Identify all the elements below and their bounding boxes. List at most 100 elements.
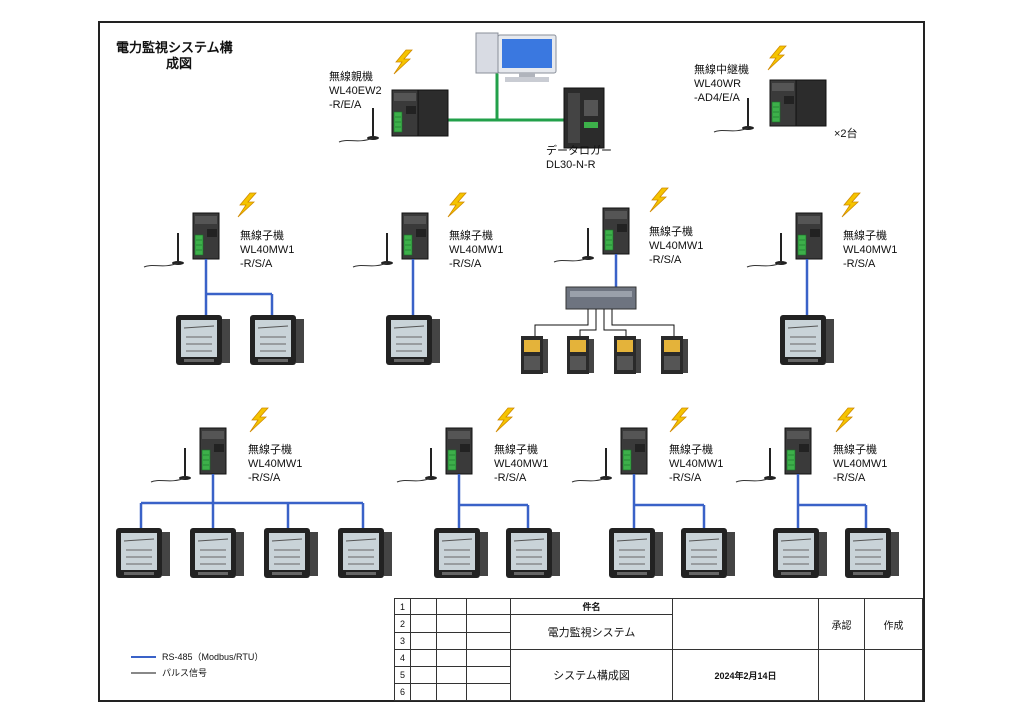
power-meter-icon <box>337 527 393 579</box>
master-name: 無線親機 <box>329 71 373 83</box>
legend-rs485-label: RS-485（Modbus/RTU） <box>162 652 264 662</box>
slave-unit-icon <box>199 427 227 475</box>
logger-model: DL30-N-R <box>546 159 596 171</box>
slave-model-suffix: -R/S/A <box>843 258 876 270</box>
wireless-bolt-icon <box>835 407 855 433</box>
power-meter-icon <box>263 527 319 579</box>
slave-model: WL40MW1 <box>843 244 898 256</box>
master-unit-icon <box>391 89 449 137</box>
antenna-icon <box>553 227 595 263</box>
slave-name: 無線子機 <box>494 444 538 456</box>
master-model-suffix: -R/E/A <box>329 99 362 111</box>
slave-unit-icon <box>784 427 812 475</box>
rs485-line <box>204 259 274 315</box>
power-meter-icon <box>115 527 171 579</box>
rs485-line <box>457 474 530 528</box>
repeater-model-suffix: -AD4/E/A <box>694 92 740 104</box>
master-antenna-icon <box>338 107 380 143</box>
pulse-meter-icon <box>614 336 641 374</box>
power-meter-icon <box>772 527 828 579</box>
revision-number: 3 <box>394 632 411 650</box>
create-header: 作成 <box>864 598 923 650</box>
slave-unit-icon <box>602 207 630 255</box>
slave-model: WL40MW1 <box>449 244 504 256</box>
pulse-meter-icon <box>521 336 548 374</box>
slave-name: 無線子機 <box>449 230 493 242</box>
repeater-unit-icon <box>769 79 827 127</box>
pc-icon <box>475 32 557 82</box>
wireless-bolt-icon <box>767 45 787 71</box>
diagram-title-line1: 電力監視システム構 <box>116 40 233 55</box>
antenna-icon <box>352 232 394 268</box>
power-meter-icon <box>680 527 736 579</box>
slave-unit-icon <box>795 212 823 260</box>
terminal-block-icon <box>565 286 637 310</box>
antenna-icon <box>571 447 613 483</box>
slave-model-suffix: -R/S/A <box>449 258 482 270</box>
repeater-name: 無線中継機 <box>694 64 749 76</box>
slave-model-suffix: -R/S/A <box>669 472 702 484</box>
repeater-quantity: ×2台 <box>834 128 858 140</box>
wireless-bolt-icon <box>447 192 467 218</box>
slave-name: 無線子機 <box>240 230 284 242</box>
slave-model-suffix: -R/S/A <box>833 472 866 484</box>
slave-name: 無線子機 <box>843 230 887 242</box>
power-meter-icon <box>189 527 245 579</box>
slave-model-suffix: -R/S/A <box>248 472 281 484</box>
slave-unit-icon <box>445 427 473 475</box>
antenna-icon <box>735 447 777 483</box>
title-block: 1 件名 承認 作成 2 電力監視システム 3 4 システム構成図 2024年2… <box>394 598 923 701</box>
wireless-bolt-icon <box>495 407 515 433</box>
diagram-title-line2: 成図 <box>166 56 193 71</box>
power-meter-icon <box>779 314 835 366</box>
subject-value: 電力監視システム <box>510 614 673 650</box>
power-meter-icon <box>249 314 305 366</box>
slave-name: 無線子機 <box>669 444 713 456</box>
revision-number: 6 <box>394 683 411 701</box>
slave-unit-icon <box>620 427 648 475</box>
wireless-bolt-icon <box>841 192 861 218</box>
master-model: WL40EW2 <box>329 85 382 97</box>
revision-number: 5 <box>394 666 411 684</box>
subject-header: 件名 <box>510 598 673 615</box>
drawing-frame <box>98 21 925 702</box>
antenna-icon <box>150 447 192 483</box>
slave-unit-icon <box>401 212 429 260</box>
slave-name: 無線子機 <box>248 444 292 456</box>
pulse-meter-icon <box>661 336 688 374</box>
power-meter-icon <box>175 314 231 366</box>
slave-unit-icon <box>192 212 220 260</box>
power-meter-icon <box>385 314 441 366</box>
legend-pulse-label: パルス信号 <box>162 668 208 678</box>
slave-model: WL40MW1 <box>669 458 724 470</box>
antenna-icon <box>396 447 438 483</box>
drawing-date: 2024年2月14日 <box>672 649 819 701</box>
repeater-model: WL40WR <box>694 78 742 90</box>
slave-model-suffix: -R/S/A <box>240 258 273 270</box>
revision-number: 2 <box>394 614 411 633</box>
wireless-bolt-icon <box>237 192 257 218</box>
power-meter-icon <box>433 527 489 579</box>
power-meter-icon <box>505 527 561 579</box>
slave-name: 無線子機 <box>649 226 693 238</box>
slave-model: WL40MW1 <box>833 458 888 470</box>
rs485-line <box>796 474 868 528</box>
slave-model-suffix: -R/S/A <box>494 472 527 484</box>
slave-model: WL40MW1 <box>248 458 303 470</box>
revision-number: 1 <box>394 598 411 615</box>
slave-model: WL40MW1 <box>494 458 549 470</box>
logger-name: データロガー <box>546 145 612 157</box>
approve-header: 承認 <box>818 598 865 650</box>
wireless-bolt-icon <box>393 49 413 75</box>
rs485-line <box>139 474 365 528</box>
wireless-bolt-icon <box>649 187 669 213</box>
pulse-signal-line <box>534 309 675 336</box>
pulse-meter-icon <box>567 336 594 374</box>
power-meter-icon <box>608 527 664 579</box>
wireless-bolt-icon <box>669 407 689 433</box>
wireless-bolt-icon <box>249 407 269 433</box>
antenna-icon <box>143 232 185 268</box>
slave-model: WL40MW1 <box>649 240 704 252</box>
rs485-line <box>632 474 706 528</box>
